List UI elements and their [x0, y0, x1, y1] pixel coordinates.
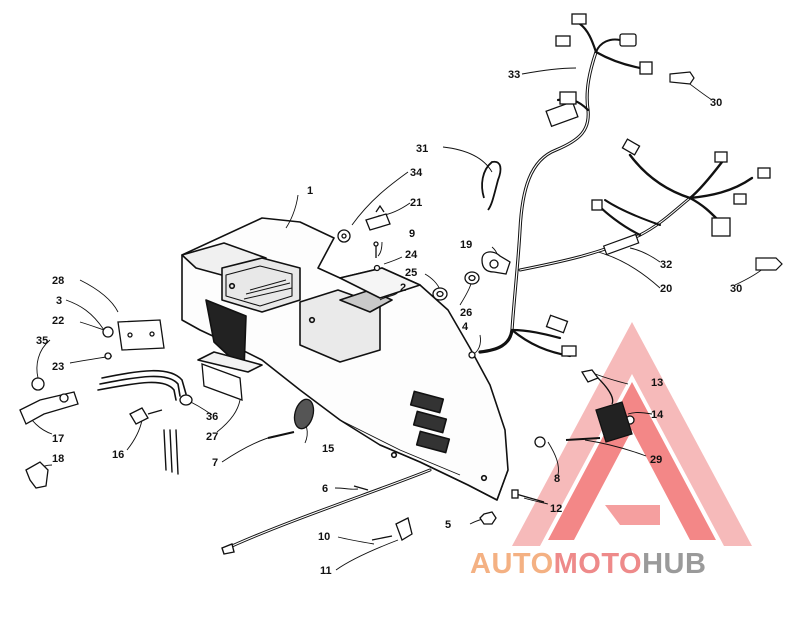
- callout-33: 33: [508, 69, 520, 81]
- callout-19: 19: [460, 239, 472, 251]
- callout-27: 27: [206, 431, 218, 443]
- callout-30a: 30: [710, 97, 722, 109]
- callout-12: 12: [550, 503, 562, 515]
- callout-15: 15: [322, 443, 334, 455]
- leader-lines: [25, 67, 767, 571]
- callout-21: 21: [410, 197, 422, 209]
- wire-clamp-part-31: [481, 160, 502, 211]
- callout-26: 26: [460, 307, 472, 319]
- callout-32: 32: [660, 259, 672, 271]
- callout-6: 6: [322, 483, 328, 495]
- watermark-auto: AUTO: [470, 548, 554, 580]
- watermark-triangle-logo: [512, 322, 752, 546]
- callout-7: 7: [212, 457, 218, 469]
- callout-35: 35: [36, 335, 48, 347]
- callout-36: 36: [206, 411, 218, 423]
- callout-24: 24: [405, 249, 418, 261]
- callout-23: 23: [52, 361, 64, 373]
- callout-3: 3: [56, 295, 62, 307]
- callout-20: 20: [660, 283, 672, 295]
- callout-17: 17: [52, 433, 64, 445]
- callout-28: 28: [52, 275, 64, 287]
- callout-10: 10: [318, 531, 330, 543]
- callout-5: 5: [445, 519, 451, 531]
- callout-labels: 1 2 3 4 5 6 7 8 9 10 11 12 13 14 15 16 1…: [36, 69, 742, 577]
- callout-1: 1: [307, 185, 313, 197]
- callout-11: 11: [320, 565, 332, 577]
- console-panel-part-1: [181, 217, 509, 501]
- callout-16: 16: [112, 449, 124, 461]
- harness-connectors: [545, 13, 771, 357]
- watermark-text: AUTOMOTOHUB: [470, 548, 800, 588]
- callout-9: 9: [409, 228, 415, 240]
- callout-2: 2: [400, 282, 406, 294]
- conduit-sleeve-part-32: [602, 233, 640, 256]
- watermark-moto: MOTO: [553, 548, 643, 580]
- callout-22: 22: [52, 315, 64, 327]
- callout-4: 4: [462, 321, 469, 333]
- terminal-caps-part-30: [669, 71, 783, 271]
- wiring-harness-part-20: [478, 22, 754, 358]
- callout-30b: 30: [730, 283, 742, 295]
- small-parts: [19, 204, 635, 541]
- watermark-hub: HUB: [642, 548, 707, 580]
- callout-25: 25: [405, 267, 417, 279]
- cable-assemblies: [97, 369, 432, 555]
- callout-31: 31: [416, 143, 428, 155]
- callout-13: 13: [651, 377, 663, 389]
- callout-29: 29: [650, 454, 662, 466]
- callout-34: 34: [410, 167, 423, 179]
- callout-8: 8: [554, 473, 560, 485]
- callout-18: 18: [52, 453, 64, 465]
- callout-14: 14: [651, 409, 664, 421]
